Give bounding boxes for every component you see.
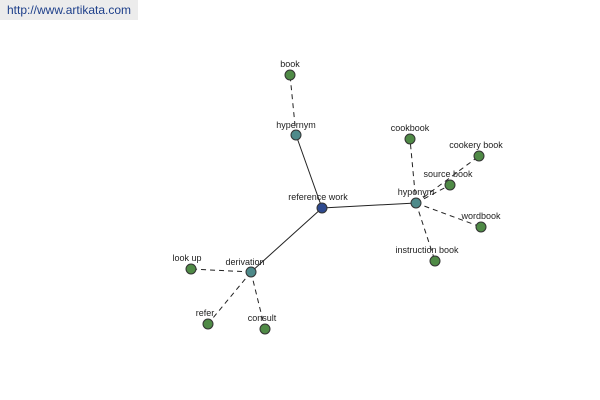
node-label-cookbook: cookbook bbox=[391, 123, 430, 133]
node-hyponym[interactable] bbox=[410, 197, 422, 209]
node-label-wordbook: wordbook bbox=[460, 211, 501, 221]
node-cookery-book[interactable] bbox=[473, 150, 485, 162]
node-label-refer: refer bbox=[196, 308, 215, 318]
edge-reference-work-to-derivation bbox=[250, 207, 323, 273]
node-label-consult: consult bbox=[248, 313, 277, 323]
node-labels: reference work hypernym hyponym derivation b… bbox=[172, 59, 503, 323]
node-reference-work[interactable] bbox=[316, 202, 328, 214]
node-hypernym[interactable] bbox=[290, 129, 302, 141]
edge-derivation-to-consult bbox=[250, 271, 266, 330]
node-label-derivation: derivation bbox=[225, 257, 264, 267]
edges bbox=[190, 74, 482, 330]
edge-derivation-to-refer bbox=[207, 271, 252, 325]
edge-hyponym-to-cookery-book bbox=[415, 155, 480, 204]
node-label-hypernym: hypernym bbox=[276, 120, 316, 130]
node-refer[interactable] bbox=[202, 318, 214, 330]
edge-hyponym-to-instruction-book bbox=[415, 202, 436, 262]
artikata-link[interactable]: http://www.artikata.com bbox=[7, 3, 132, 17]
node-label-instruction-book: instruction book bbox=[395, 245, 459, 255]
node-label-reference-work: reference work bbox=[288, 192, 348, 202]
edge-reference-work-to-hyponym bbox=[321, 202, 417, 209]
nodes bbox=[185, 69, 487, 335]
edge-derivation-to-look-up bbox=[190, 268, 252, 273]
node-look-up[interactable] bbox=[185, 263, 197, 275]
node-source-book[interactable] bbox=[444, 179, 456, 191]
node-label-source-book: source book bbox=[423, 169, 473, 179]
url-banner: http://www.artikata.com bbox=[0, 0, 138, 20]
node-label-cookery-book: cookery book bbox=[449, 140, 503, 150]
edge-reference-work-to-hypernym bbox=[295, 134, 323, 209]
node-cookbook[interactable] bbox=[404, 133, 416, 145]
node-label-book: book bbox=[280, 59, 300, 69]
node-instruction-book[interactable] bbox=[429, 255, 441, 267]
edge-hyponym-to-cookbook bbox=[409, 138, 417, 204]
edge-hypernym-to-book bbox=[289, 74, 297, 136]
node-derivation[interactable] bbox=[245, 266, 257, 278]
node-consult[interactable] bbox=[259, 323, 271, 335]
node-wordbook[interactable] bbox=[475, 221, 487, 233]
node-book[interactable] bbox=[284, 69, 296, 81]
node-label-hyponym: hyponym bbox=[398, 187, 435, 197]
edge-hyponym-to-wordbook bbox=[415, 202, 482, 228]
node-label-look-up: look up bbox=[172, 253, 201, 263]
edge-hyponym-to-source-book bbox=[415, 184, 451, 204]
